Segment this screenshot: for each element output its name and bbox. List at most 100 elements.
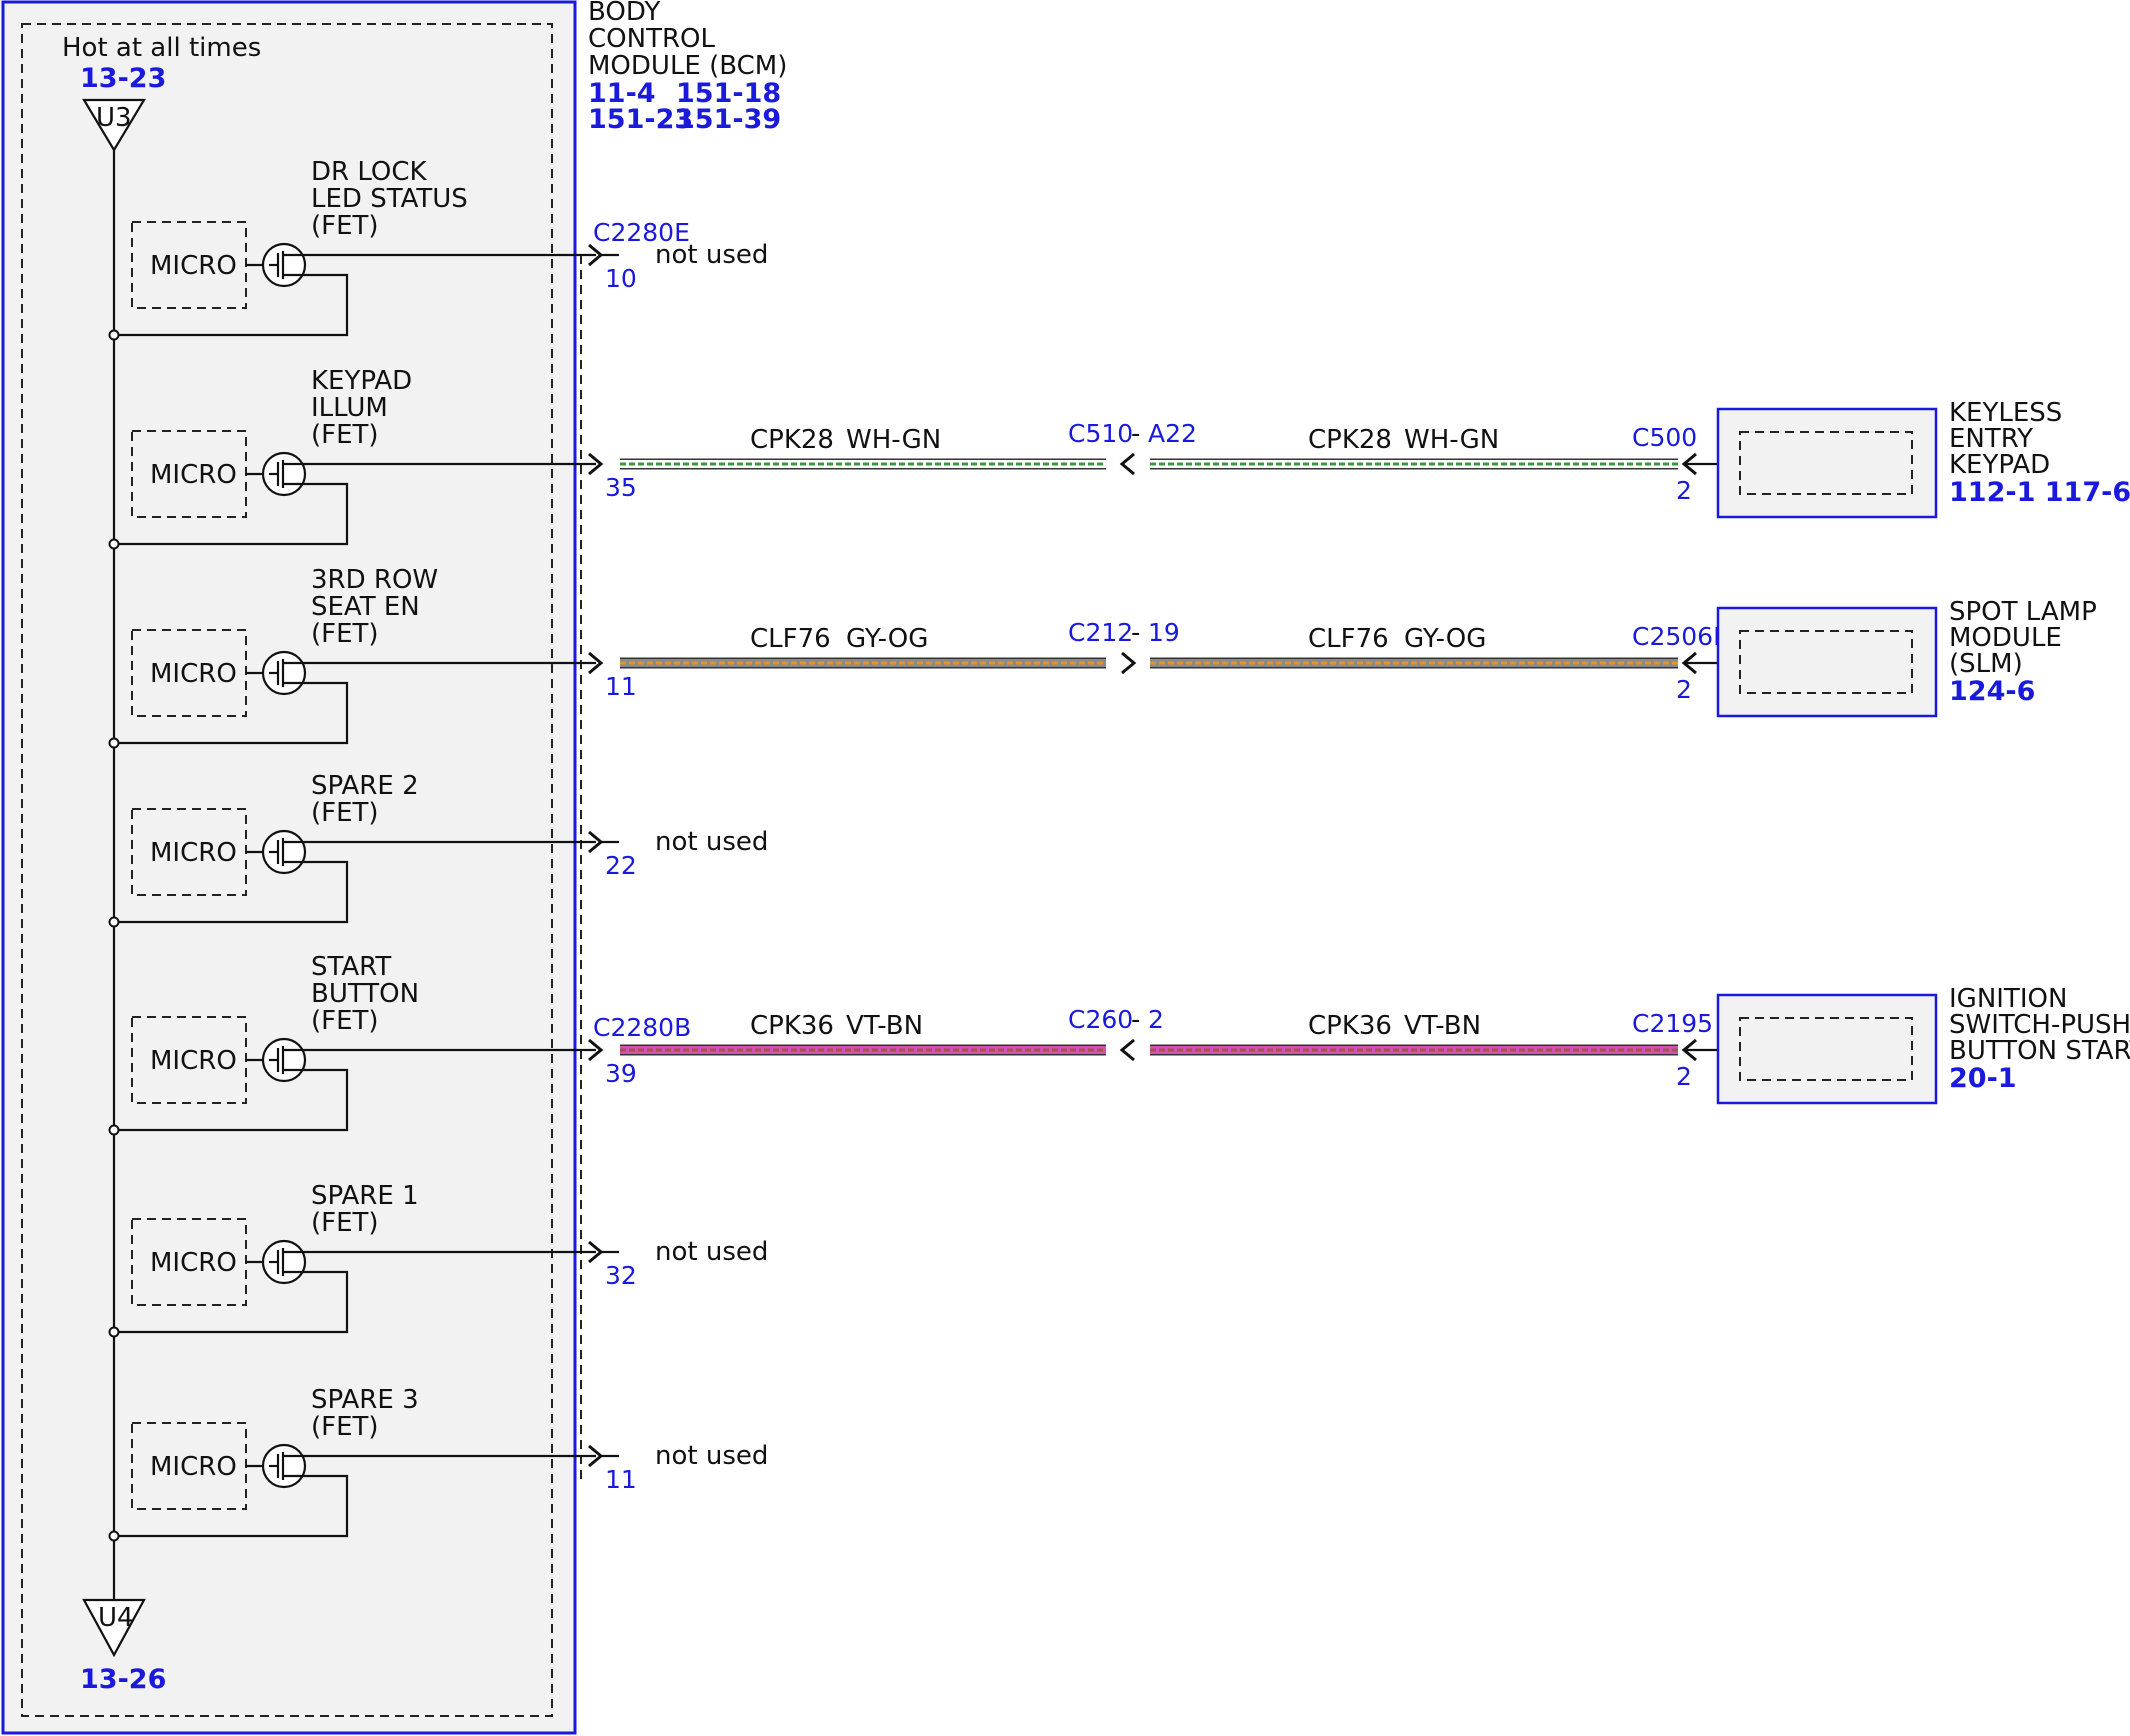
- power-top-pin: U3: [96, 103, 132, 133]
- circuit-label-line: SEAT EN: [311, 592, 420, 622]
- dest-module-box[interactable]: [1716, 993, 1938, 1105]
- dest-connector-id[interactable]: C2195: [1632, 1009, 1713, 1038]
- inline-connector-id[interactable]: C260: [1068, 1005, 1133, 1034]
- fet-return-wire: [114, 1270, 349, 1334]
- dest-module-name-line: MODULE: [1949, 623, 2062, 653]
- inline-connector-chevron-icon: [1119, 452, 1135, 476]
- dest-module-box[interactable]: [1716, 407, 1938, 519]
- power-top-label: Hot at all times: [62, 33, 261, 63]
- fet-transistor-icon: [261, 829, 307, 875]
- inline-connector-pin: A22: [1148, 419, 1197, 448]
- dest-module-name-line: ENTRY: [1949, 424, 2033, 454]
- bcm-pin-number: 35: [605, 473, 637, 502]
- bus-junction-dot: [108, 329, 120, 341]
- dest-module-refs[interactable]: 112-1 117-6: [1949, 477, 2130, 508]
- inline-connector-separator: -: [1131, 419, 1140, 449]
- power-bottom-pin: U4: [98, 1603, 134, 1633]
- fet-return-wire: [114, 681, 349, 745]
- bcm-title-line-2: CONTROL: [588, 24, 715, 54]
- circuit-label-line: BUTTON: [311, 979, 419, 1009]
- bcm-ref-151-18[interactable]: 151-18: [676, 78, 781, 109]
- fet-return-wire: [114, 482, 349, 546]
- circuit-label-line: KEYPAD: [311, 366, 412, 396]
- power-bottom-ref[interactable]: 13-26: [80, 1664, 166, 1695]
- inline-connector-id[interactable]: C212: [1068, 618, 1133, 647]
- inline-connector-id[interactable]: C510: [1068, 419, 1133, 448]
- fet-return-wire: [114, 1474, 349, 1538]
- dest-module-internal: [1739, 431, 1913, 495]
- not-used-label: not used: [655, 827, 768, 857]
- dest-module-name-line: SWITCH-PUSH: [1949, 1010, 2130, 1040]
- fet-return-wire: [114, 860, 349, 924]
- micro-label: MICRO: [150, 251, 237, 281]
- power-top-ref[interactable]: 13-23: [80, 63, 166, 94]
- bcm-pin-number: 32: [605, 1261, 637, 1290]
- bcm-pin-number: 22: [605, 851, 637, 880]
- wire2-color-code: WH-GN: [1404, 425, 1499, 455]
- inline-connector-pin: 2: [1148, 1005, 1164, 1034]
- bcm-ref-151-23[interactable]: 151-23: [588, 104, 693, 135]
- bcm-pin-number: 10: [605, 264, 637, 293]
- circuit-label-line: (FET): [311, 1208, 379, 1238]
- dest-module-refs[interactable]: 124-6: [1949, 676, 2035, 707]
- wire2-color-code: VT-BN: [1404, 1011, 1481, 1041]
- bcm-pin-chevron-icon: [588, 452, 604, 476]
- not-used-label: not used: [655, 240, 768, 270]
- circuit-label-line: (FET): [311, 1006, 379, 1036]
- inline-connector-separator: -: [1131, 618, 1140, 648]
- power-bottom-pin-triangle: [82, 1598, 146, 1658]
- not-used-label: not used: [655, 1237, 768, 1267]
- micro-label: MICRO: [150, 659, 237, 689]
- dest-module-refs[interactable]: 20-1: [1949, 1063, 2017, 1094]
- wire2-circuit-id: CPK36: [1308, 1011, 1392, 1041]
- dest-connector-id[interactable]: C2506B: [1632, 622, 1730, 651]
- circuit-label-line: SPARE 2: [311, 771, 419, 801]
- dest-module-name-line: SPOT LAMP: [1949, 597, 2097, 627]
- inline-connector-pin: 19: [1148, 618, 1180, 647]
- dest-pin-number: 2: [1676, 1062, 1692, 1091]
- circuit-label-line: START: [311, 952, 391, 982]
- dest-module-name-line: KEYPAD: [1949, 450, 2050, 480]
- bcm-pin-number: 11: [605, 672, 637, 701]
- inline-connector-chevron-icon: [1119, 1038, 1135, 1062]
- bcm-ref-11-4[interactable]: 11-4: [588, 78, 656, 109]
- wire1-color-code: GY-OG: [846, 624, 928, 654]
- bcm-pin-number: 11: [605, 1465, 637, 1494]
- fet-transistor-icon: [261, 1443, 307, 1489]
- fet-return-wire: [114, 1068, 349, 1132]
- bcm-connector-id[interactable]: C2280B: [593, 1013, 691, 1042]
- bcm-title-line-3: MODULE (BCM): [588, 51, 787, 81]
- bus-junction-dot: [108, 1124, 120, 1136]
- dest-connector-id[interactable]: C500: [1632, 423, 1697, 452]
- wire2-circuit-id: CLF76: [1308, 624, 1389, 654]
- circuit-label-line: LED STATUS: [311, 184, 468, 214]
- bcm-ref-151-39[interactable]: 151-39: [676, 104, 781, 135]
- bcm-connector-id[interactable]: C2280E: [593, 218, 690, 247]
- circuit-label-line: ILLUM: [311, 393, 388, 423]
- fet-transistor-icon: [261, 242, 307, 288]
- wire1-color-code: WH-GN: [846, 425, 941, 455]
- bus-junction-dot: [108, 737, 120, 749]
- fet-transistor-icon: [261, 451, 307, 497]
- dest-module-internal: [1739, 1017, 1913, 1081]
- bus-junction-dot: [108, 1530, 120, 1542]
- dest-module-box[interactable]: [1716, 606, 1938, 718]
- inline-connector-separator: -: [1131, 1005, 1140, 1035]
- circuit-label-line: SPARE 1: [311, 1181, 419, 1211]
- dest-module-internal: [1739, 630, 1913, 694]
- not-used-label: not used: [655, 1441, 768, 1471]
- dest-module-name-line: (SLM): [1949, 649, 2023, 679]
- bcm-title-line-1: BODY: [588, 0, 660, 27]
- dest-module-name-line: IGNITION: [1949, 984, 2067, 1014]
- fet-return-wire: [114, 273, 349, 337]
- wire1-circuit-id: CPK36: [750, 1011, 834, 1041]
- fet-transistor-icon: [261, 1239, 307, 1285]
- bcm-pin-chevron-icon: [588, 1038, 604, 1062]
